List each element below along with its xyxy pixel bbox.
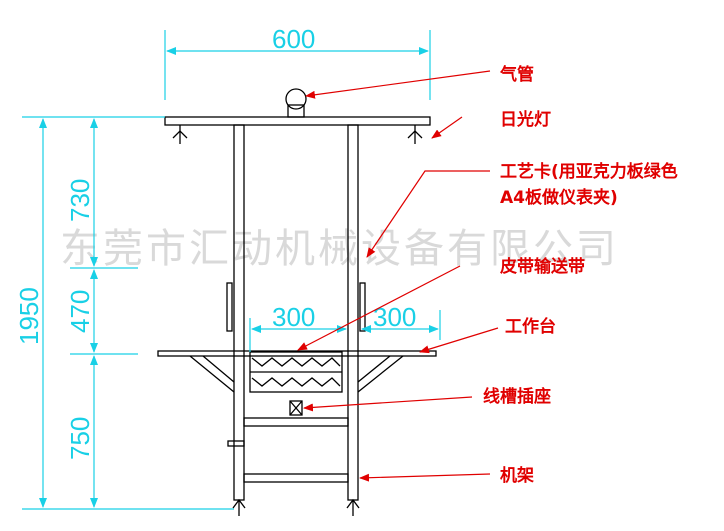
card-holder-left: [226, 282, 233, 332]
crossbar-lower: [243, 473, 349, 483]
air-pipe-shape: [285, 88, 307, 110]
leader-lines: [297, 70, 499, 482]
dim-300-right-text: 300: [373, 302, 416, 332]
top-beam: [164, 116, 431, 126]
lamp-left: [172, 125, 188, 144]
dim-600-text: 600: [272, 24, 315, 54]
label-workbench: 工作台: [505, 316, 556, 337]
label-air-pipe: 气管: [499, 64, 534, 85]
dim-470-text: 470: [65, 290, 95, 333]
label-fluorescent-lamp: 日光灯: [500, 109, 551, 130]
lamp-right: [407, 125, 423, 144]
side-fitting: [227, 440, 245, 447]
label-process-card-line1: 工艺卡(用亚克力板绿色: [500, 161, 678, 182]
label-frame: 机架: [500, 465, 534, 486]
workbench-top: [157, 350, 437, 357]
post-left: [233, 124, 245, 501]
watermark-text: 东莞市汇动机械设备有限公司: [60, 226, 619, 272]
dim-730-text: 730: [65, 179, 95, 222]
air-pipe-base: [287, 104, 305, 118]
dim-300-left-text: 300: [272, 302, 315, 332]
label-process-card-line2: A4板做仪表夹): [500, 187, 618, 208]
foot-left: [232, 498, 246, 516]
leader-frame: [359, 473, 491, 482]
workbench-brace-right: [357, 355, 404, 393]
socket-shape: [289, 400, 303, 416]
dim-750-text: 750: [65, 417, 95, 460]
leader-process-card: [366, 170, 490, 258]
leader-air-pipe: [305, 70, 491, 99]
workbench-brace-left: [189, 355, 235, 393]
crossbar-upper: [243, 417, 349, 427]
card-holder-right: [359, 282, 366, 332]
label-conveyor-belt: 皮带输送带: [500, 256, 585, 277]
leader-workbench: [419, 327, 499, 354]
leader-socket: [303, 396, 473, 412]
foot-right: [346, 498, 360, 516]
machine-frame: [157, 88, 437, 516]
dimensions: [22, 30, 441, 510]
leader-lamp: [431, 116, 463, 139]
post-right: [347, 124, 359, 501]
leader-conveyor: [297, 265, 461, 351]
dim-1950-text: 1950: [14, 287, 44, 345]
label-trunking-socket: 线槽插座: [483, 386, 551, 407]
